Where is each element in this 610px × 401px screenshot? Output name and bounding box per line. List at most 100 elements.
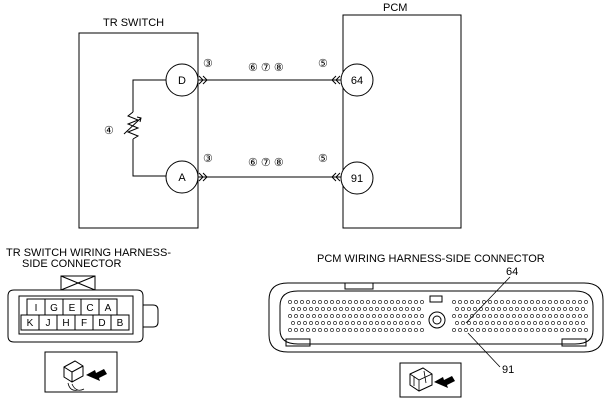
pcm-pin: [405, 307, 409, 311]
callout-wire-bottom-mid: ⑥ ⑦ ⑧: [248, 157, 284, 169]
pcm-pin: [411, 321, 415, 325]
pcm-pin: [315, 307, 319, 311]
terminal-d-label: D: [178, 75, 186, 87]
pcm-pin: [375, 307, 379, 311]
pcm-pin: [566, 314, 570, 318]
tr-connector-title-line2: SIDE CONNECTOR: [22, 258, 121, 270]
pcm-pin: [494, 314, 498, 318]
pcm-pin: [542, 300, 546, 304]
pcm-pin: [348, 300, 352, 304]
callout-wire-top-tr: ③: [203, 58, 213, 70]
terminal-a-label: A: [178, 172, 186, 184]
pcm-pin: [297, 307, 301, 311]
pcm-pin: [512, 328, 516, 332]
pin-64-leader: [465, 276, 511, 324]
pcm-pin: [536, 300, 540, 304]
pcm-pin: [566, 328, 570, 332]
pcm-pin: [294, 314, 298, 318]
pcm-connector-pins: [288, 300, 588, 332]
pcm-pin: [393, 307, 397, 311]
pcm-pin: [476, 300, 480, 304]
pcm-pin: [327, 307, 331, 311]
pcm-pin: [584, 314, 588, 318]
pcm-pin: [506, 300, 510, 304]
pcm-pin: [342, 300, 346, 304]
pcm-pin: [560, 328, 564, 332]
pcm-pin: [548, 300, 552, 304]
pcm-pin: [306, 328, 310, 332]
pcm-pin: [560, 314, 564, 318]
pcm-pin: [321, 321, 325, 325]
callout-wire-bottom-pcm: ⑤: [318, 153, 328, 165]
pcm-pin: [342, 328, 346, 332]
pcm-pin: [378, 300, 382, 304]
pcm-pin: [521, 307, 525, 311]
pcm-pin: [408, 300, 412, 304]
pcm-pin: [399, 307, 403, 311]
pcm-pin: [411, 307, 415, 311]
pcm-pin: [521, 321, 525, 325]
pcm-pin: [557, 307, 561, 311]
pcm-pin: [324, 300, 328, 304]
pcm-pin: [467, 321, 471, 325]
pcm-connector-title: PCM WIRING HARNESS-SIDE CONNECTOR: [317, 253, 545, 265]
pcm-pin: [503, 307, 507, 311]
pcm-pin: [458, 314, 462, 318]
wire-bottom: [198, 172, 341, 182]
pcm-pin: [297, 321, 301, 325]
pcm-pin: [548, 314, 552, 318]
pin-91-leader: [467, 332, 501, 368]
pcm-pin-91-label: 91: [502, 364, 514, 376]
connector-view-arrow-icon: [399, 362, 462, 398]
pcm-pin: [402, 300, 406, 304]
pcm-pin: [348, 314, 352, 318]
pcm-pin: [402, 328, 406, 332]
pcm-pin: [464, 300, 468, 304]
pcm-pin: [384, 328, 388, 332]
pcm-pin: [530, 328, 534, 332]
pcm-pin: [527, 321, 531, 325]
pcm-pin: [318, 300, 322, 304]
pcm-pin: [536, 328, 540, 332]
pcm-pin: [417, 307, 421, 311]
pcm-pin: [372, 300, 376, 304]
pcm-pin: [524, 314, 528, 318]
pcm-pin: [396, 314, 400, 318]
pcm-pin: [378, 314, 382, 318]
pcm-pin: [318, 328, 322, 332]
pcm-pin: [354, 314, 358, 318]
pcm-pin: [330, 314, 334, 318]
tr-pin-label: J: [46, 318, 51, 329]
pcm-pin: [390, 328, 394, 332]
pcm-pin: [330, 300, 334, 304]
pcm-pin: [491, 307, 495, 311]
pcm-pin: [536, 314, 540, 318]
tr-switch-internal-circuit: [123, 79, 166, 177]
pcm-pin: [417, 321, 421, 325]
pcm-pin: [542, 314, 546, 318]
tr-pin-label: I: [35, 303, 38, 314]
pcm-pin: [321, 307, 325, 311]
pcm-pin: [455, 321, 459, 325]
pcm-pin: [396, 328, 400, 332]
pcm-pin: [497, 307, 501, 311]
pcm-pin: [396, 300, 400, 304]
pcm-pin: [488, 300, 492, 304]
pcm-pin: [494, 300, 498, 304]
tr-switch-title: TR SWITCH: [103, 17, 164, 29]
pcm-pin: [512, 314, 516, 318]
pcm-pin: [327, 321, 331, 325]
pcm-pin: [458, 300, 462, 304]
pcm-pin: [291, 307, 295, 311]
tr-pin-label: C: [86, 303, 93, 314]
pcm-pin: [390, 314, 394, 318]
pcm-pin: [488, 328, 492, 332]
pcm-pin: [512, 300, 516, 304]
pcm-pin: [572, 300, 576, 304]
pcm-pin: [384, 314, 388, 318]
tr-connector-title-line1: TR SWITCH WIRING HARNESS-: [6, 247, 171, 259]
pcm-pin: [402, 314, 406, 318]
pcm-pin: [363, 307, 367, 311]
pcm-pin: [366, 314, 370, 318]
